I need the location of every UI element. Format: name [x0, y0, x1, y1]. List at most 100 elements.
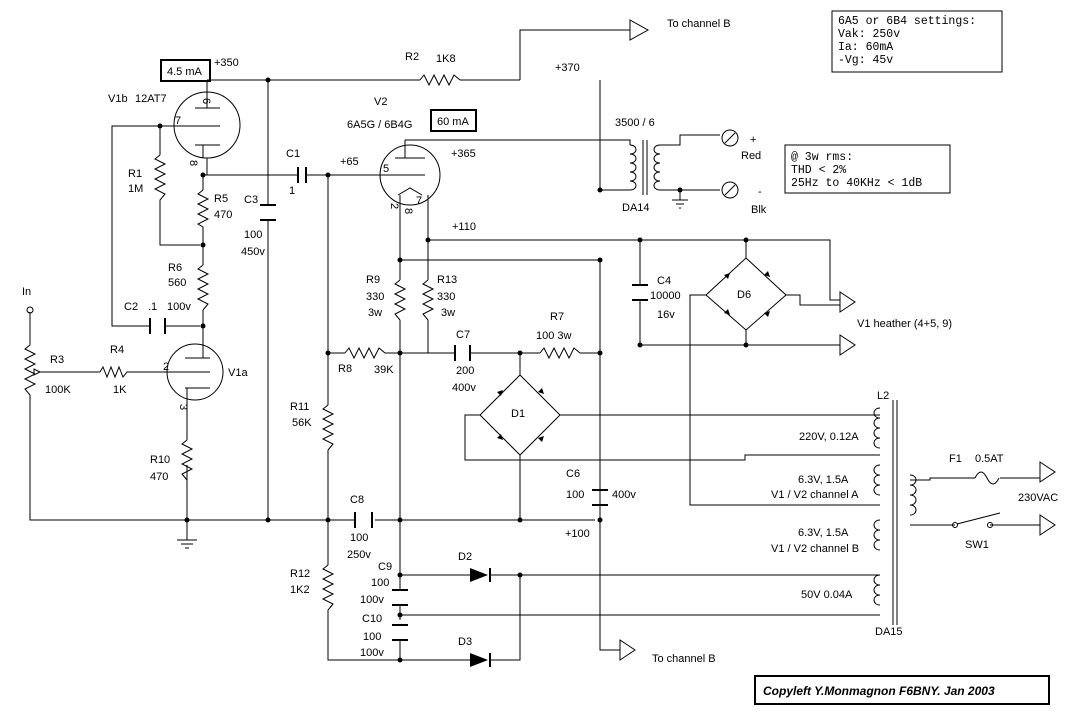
voltage-350: +350 — [214, 57, 239, 69]
value-r11: 56K — [292, 417, 312, 429]
resistor-r5 — [196, 189, 210, 232]
voltage-365: +365 — [451, 148, 476, 160]
label-c2: C2 — [124, 301, 138, 313]
resistor-r13 — [421, 279, 435, 321]
label-c1: C1 — [286, 148, 300, 160]
label-c10: C10 — [362, 613, 382, 625]
speaker-terminals — [721, 129, 739, 199]
label-d1: D1 — [511, 408, 525, 420]
label-v2: V2 — [374, 96, 387, 108]
label-output-ratio: 3500 / 6 — [615, 117, 655, 129]
value-r1: 1M — [128, 183, 143, 195]
label-c8: C8 — [350, 494, 364, 506]
secondary-ch-b-rating: 6.3V, 1.5A — [798, 527, 849, 539]
settings-line-3: Ia: 60mA — [838, 41, 893, 54]
voltage-370: +370 — [555, 62, 580, 74]
value-r13: 330 — [437, 291, 455, 303]
settings-line-4: -Vg: 45v — [838, 54, 893, 67]
label-r10: R10 — [150, 454, 170, 466]
label-r3: R3 — [50, 354, 64, 366]
current-v2: 60 mA — [437, 116, 469, 128]
label-mains-transformer: DA15 — [875, 626, 903, 638]
labels: V1b 12AT7 V1a V2 6A5G / 6B4G 6 7 8 2 3 5… — [22, 18, 1058, 665]
label-v1b-type: 12AT7 — [135, 93, 167, 105]
label-blk: Blk — [751, 204, 767, 216]
resistor-r2 — [419, 73, 461, 87]
label-v1a: V1a — [228, 367, 248, 379]
resistor-r9 — [393, 279, 407, 321]
settings-box: 6A5 or 6B4 settings: Vak: 250v Ia: 60mA … — [831, 10, 1003, 73]
secondary-220v: 220V, 0.12A — [799, 431, 859, 443]
value-c6: 100 — [566, 489, 584, 501]
current-v1b: 4.5 mA — [167, 66, 203, 78]
ground-output — [672, 199, 688, 209]
fuse-f1 — [974, 471, 1000, 485]
resistor-r6 — [196, 264, 210, 311]
power-r9: 3w — [368, 307, 382, 319]
label-r5: R5 — [214, 193, 228, 205]
value-f1: 0.5AT — [975, 453, 1004, 465]
current-box-v1b: 4.5 mA — [160, 59, 211, 82]
voltage-c3: 450v — [241, 246, 265, 258]
resistor-r1 — [153, 154, 167, 210]
performance-box: @ 3w rms: THD < 2% 25Hz to 40KHz < 1dB — [784, 144, 951, 194]
label-c4: C4 — [657, 275, 671, 287]
current-box-v2: 60 mA — [430, 109, 477, 132]
perf-line-3: 25Hz to 40KHz < 1dB — [791, 177, 922, 190]
label-minus: - — [758, 186, 762, 198]
label-d3: D3 — [458, 636, 472, 648]
value-c10: 100 — [363, 631, 381, 643]
label-f1: F1 — [949, 453, 962, 465]
label-r4: R4 — [110, 344, 124, 356]
value-c2: .1 — [148, 301, 157, 313]
label-sw1: SW1 — [965, 539, 989, 551]
label-c6: C6 — [566, 468, 580, 480]
voltage-c6: 400v — [612, 489, 636, 501]
voltage-c4: 16v — [657, 309, 675, 321]
bridge-d6 — [705, 257, 787, 331]
value-r5: 470 — [214, 209, 232, 221]
pin-v2-fil-c: 7 — [416, 195, 422, 207]
value-c7: 200 — [456, 365, 474, 377]
secondary-ch-b-label: V1 / V2 channel B — [771, 543, 859, 555]
label-r12: R12 — [290, 568, 310, 580]
value-r2: 1K8 — [436, 53, 456, 65]
resistor-r11 — [321, 404, 335, 451]
mains-transformer — [873, 400, 917, 625]
secondary-50v: 50V 0.04A — [801, 589, 853, 601]
label-r9: R9 — [366, 274, 380, 286]
label-c7: C7 — [456, 329, 470, 341]
resistor-r7 — [539, 346, 581, 360]
label-r7: R7 — [550, 311, 564, 323]
label-r1: R1 — [128, 168, 142, 180]
pin-v2-fil-b: 8 — [402, 208, 414, 214]
label-input: In — [22, 286, 31, 298]
capacitor-c3 — [260, 204, 276, 221]
capacitor-c6 — [592, 489, 608, 506]
label-c9: C9 — [378, 561, 392, 573]
label-r6: R6 — [168, 262, 182, 274]
perf-line-2: THD < 2% — [791, 164, 846, 177]
junctions — [157, 77, 749, 663]
settings-line-2: Vak: 250v — [838, 28, 900, 41]
resistor-r8 — [344, 346, 386, 360]
value-r3: 100K — [45, 384, 71, 396]
capacitor-c1 — [297, 167, 307, 183]
ground-main — [177, 539, 197, 549]
value-c9: 100 — [371, 577, 389, 589]
secondary-ch-a-label: V1 / V2 channel A — [771, 489, 859, 501]
input-terminal — [26, 306, 34, 314]
voltage-100: +100 — [565, 528, 590, 540]
capacitors — [149, 167, 648, 641]
value-r10: 470 — [150, 471, 168, 483]
label-r2: R2 — [405, 51, 419, 63]
value-r4: 1K — [113, 384, 127, 396]
voltage-c10: 100v — [360, 647, 384, 659]
tube-v1a — [166, 343, 224, 401]
resistors — [23, 73, 581, 615]
perf-line-1: @ 3w rms: — [791, 151, 853, 164]
voltage-c9: 100v — [360, 594, 384, 606]
label-r13: R13 — [437, 274, 457, 286]
pin-v1a-grid: 2 — [163, 361, 169, 373]
